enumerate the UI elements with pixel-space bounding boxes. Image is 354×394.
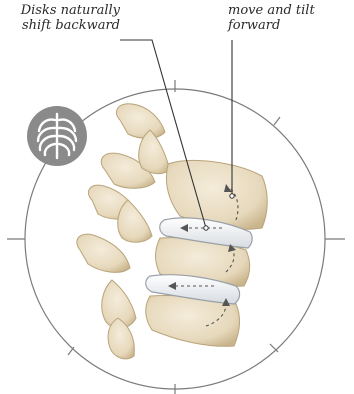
spinous-process-bottom	[77, 234, 130, 272]
ribcage-icon	[27, 106, 87, 166]
lamina-middle	[118, 200, 152, 242]
spinous-process-top	[116, 104, 165, 139]
